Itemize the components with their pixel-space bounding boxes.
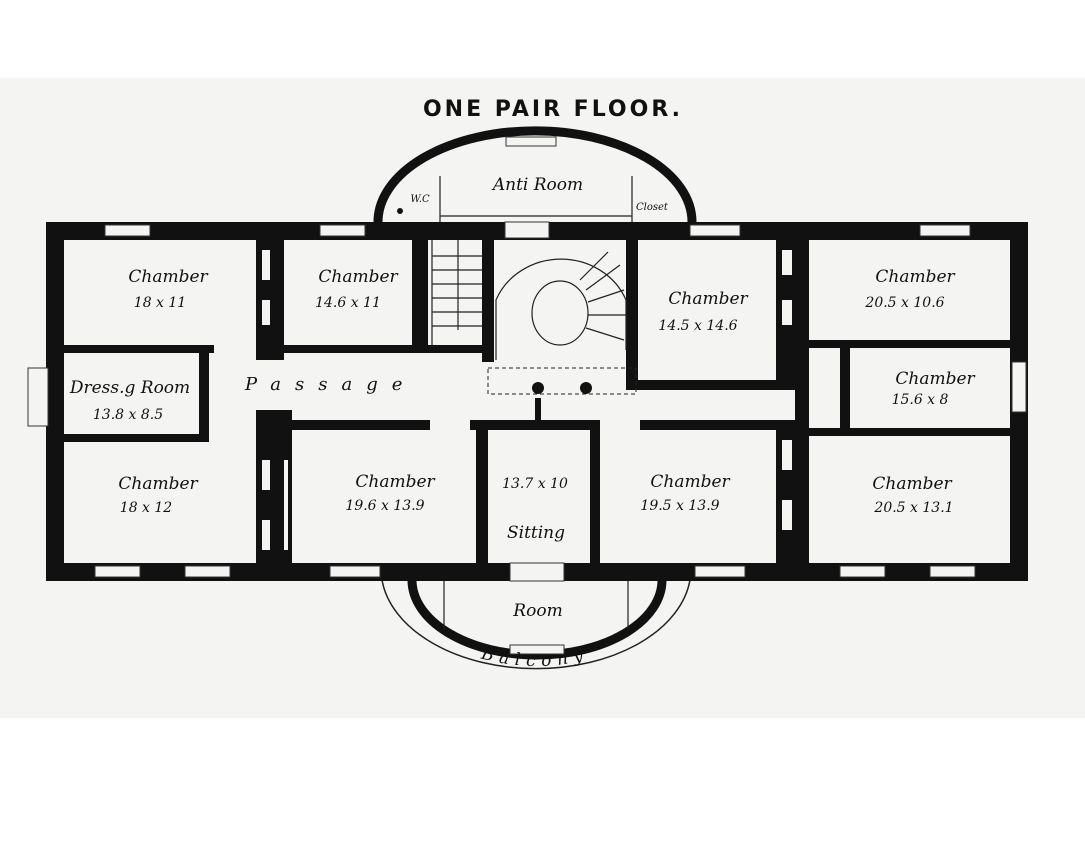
paper-sheet [0,78,1085,718]
anti-room-bay [373,126,697,223]
chamber-e-label: Chamber [895,369,975,389]
chamber-c-size: 14.5 x 14.6 [658,318,737,334]
plan-title: ONE PAIR FLOOR. [423,97,683,122]
dressing-room-size: 13.8 x 8.5 [93,407,163,423]
chamber-g-label: Chamber [355,472,435,492]
staircase [431,240,627,360]
chamber-b-size: 14.6 x 11 [315,295,381,311]
chamber-a-size: 18 x 11 [134,295,186,311]
columns [487,367,637,420]
chamber-i-label: Chamber [872,474,952,494]
balcony-bay [381,579,691,670]
room-label: Room [512,601,562,621]
right-window [1011,361,1027,413]
sitting-room-size: 13.7 x 10 [502,476,568,492]
chamber-h-label: Chamber [650,472,730,492]
chamber-c-label: Chamber [668,289,748,309]
chamber-f-size: 18 x 12 [120,500,173,516]
chamber-f-label: Chamber [118,474,198,494]
dressing-room-label: Dress.g Room [69,378,190,398]
chamber-e-size: 15.6 x 8 [892,392,949,408]
left-window [27,367,49,427]
chamber-a-label: Chamber [128,267,208,287]
bottom-windows [94,562,976,582]
chamber-h-size: 19.5 x 13.9 [640,498,719,514]
chamber-b-label: Chamber [318,267,398,287]
closet-niches [262,250,792,550]
chamber-i-size: 20.5 x 13.1 [873,500,953,516]
closet-label: Closet [636,202,669,213]
sitting-room-label: Sitting [507,523,565,543]
anti-room-label: Anti Room [491,175,583,195]
chamber-d-label: Chamber [875,267,955,287]
wc-label: W.C [410,194,430,205]
top-windows [104,221,971,239]
chamber-g-size: 19.6 x 13.9 [345,498,424,514]
passage-label: Passage [244,374,416,395]
chamber-d-size: 20.5 x 10.6 [864,295,944,311]
